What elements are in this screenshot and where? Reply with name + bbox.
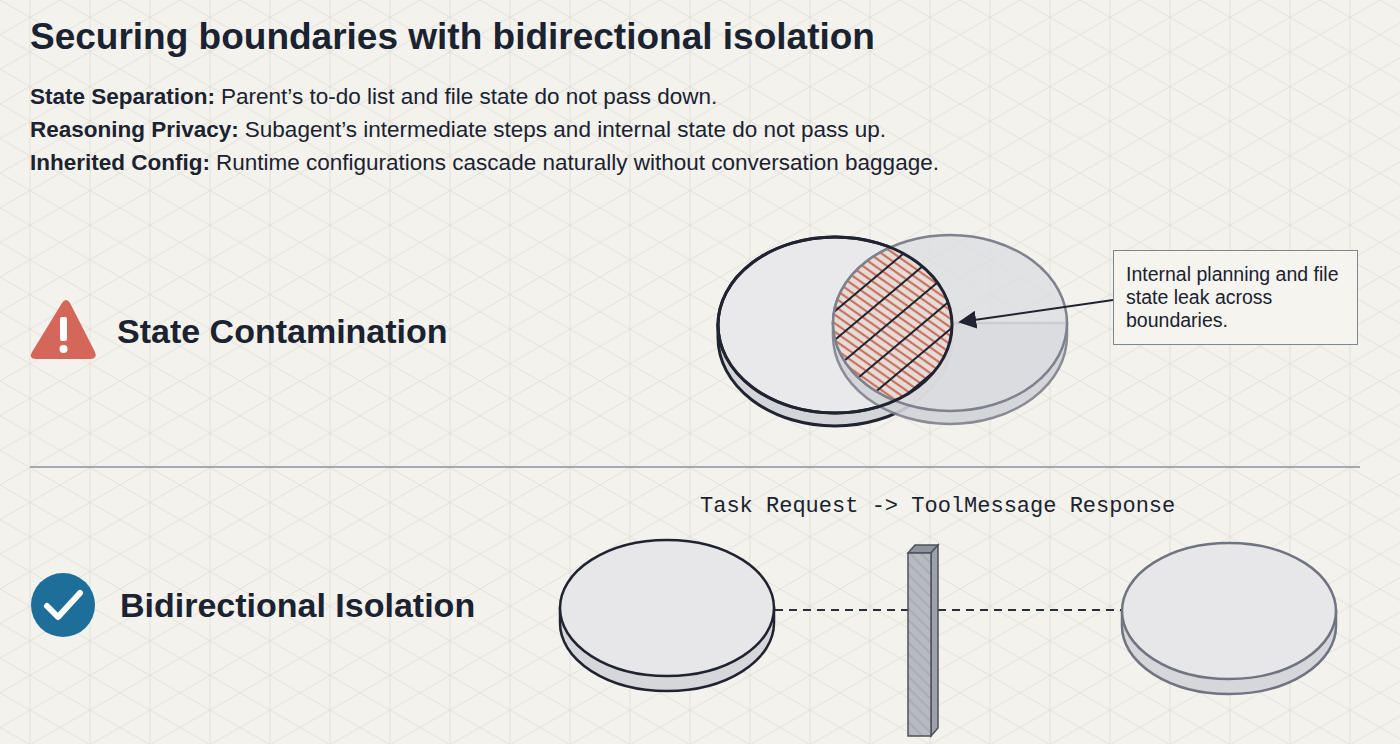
callout-text: Internal planning and file state leak ac… (1126, 263, 1345, 332)
barrier (908, 553, 931, 736)
section-heading: Bidirectional Isolation (120, 586, 475, 625)
warning-icon (31, 300, 96, 359)
summary-line: Inherited Config:Runtime configurations … (30, 150, 939, 176)
flow-label: Task Request -> ToolMessage Response (700, 494, 1175, 519)
contamination-discs (718, 235, 1113, 426)
check-icon (31, 573, 95, 637)
title: Securing boundaries with bidirectional i… (30, 16, 875, 58)
divider (30, 466, 1360, 468)
term-label: State Separation: (30, 84, 215, 109)
term-description: Parent’s to-do list and file state do no… (221, 84, 717, 109)
summary-line: Reasoning Privacy:Subagent’s intermediat… (30, 117, 886, 143)
callout-box: Internal planning and file state leak ac… (1113, 250, 1358, 345)
isolated-discs (560, 540, 1336, 736)
term-label: Reasoning Privacy: (30, 117, 239, 142)
term-description: Subagent’s intermediate steps and intern… (245, 117, 886, 142)
leader-arrow (960, 300, 1113, 322)
summary-line: State Separation:Parent’s to-do list and… (30, 84, 717, 110)
term-description: Runtime configurations cascade naturally… (216, 150, 939, 175)
section-heading: State Contamination (117, 312, 448, 351)
term-label: Inherited Config: (30, 150, 210, 175)
